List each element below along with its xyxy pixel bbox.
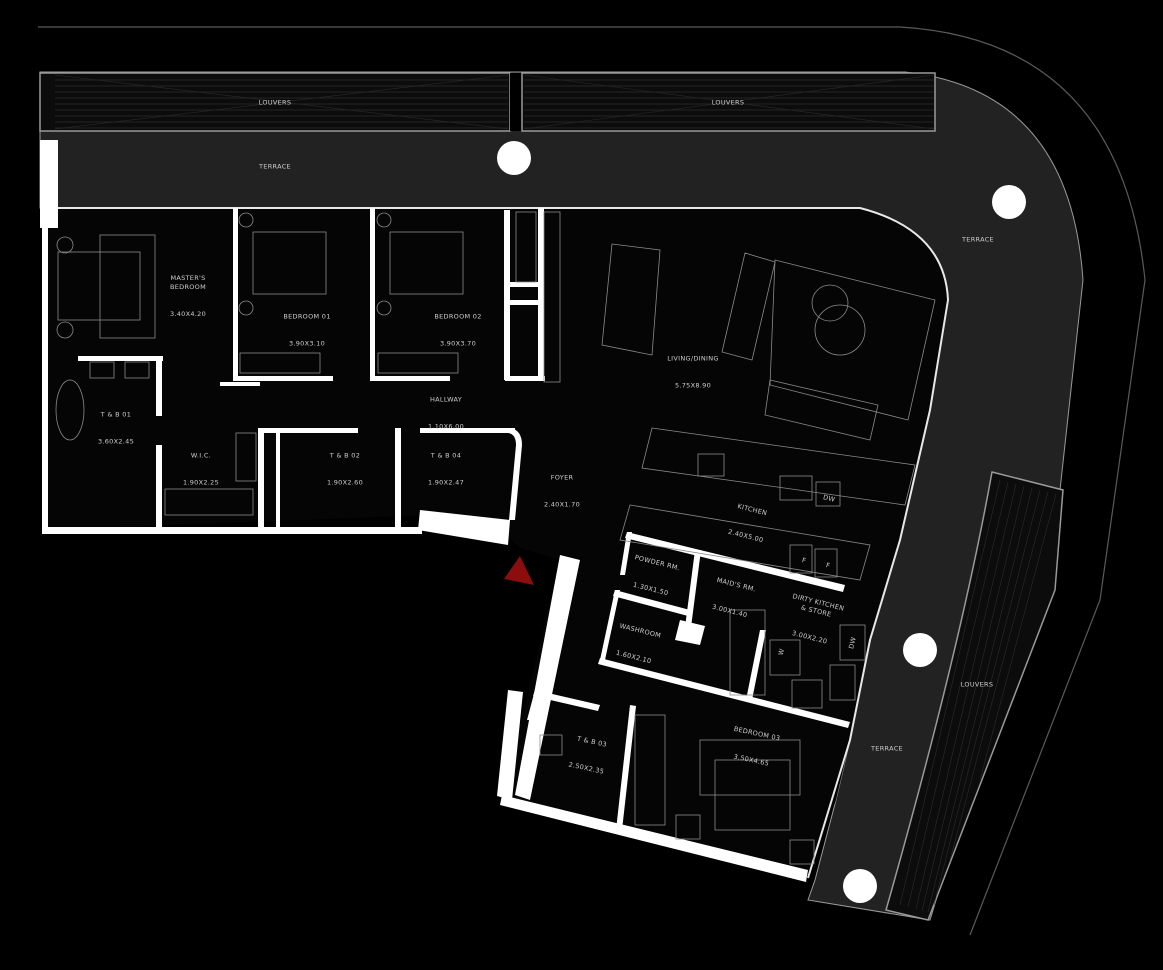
room-dimensions: 3.00X2.20 [791,629,829,646]
louvers-top-left [39,72,522,132]
room-name: T & B 01 [100,410,132,419]
room-dimensions: 2.40X5.00 [727,527,765,545]
terrace-label-right: TERRACE [871,744,903,753]
room-name: BEDROOM 03 [733,724,781,743]
room-dimensions: 3.90X3.70 [439,339,477,348]
room-name: MASTER'S BEDROOM [169,274,207,291]
room-name: FOYER [550,473,574,482]
room-master-bedroom: MASTER'S BEDROOM 3.40X4.20 [170,256,206,328]
interior-floor [42,208,948,878]
room-dimensions: 1.10X6.00 [427,422,465,431]
room-tb-04: T & B 04 1.90X2.47 [428,434,464,497]
room-dimensions: 1.90X2.60 [326,478,364,487]
room-name: WASHROOM [618,621,662,640]
terrace-label-corner: TERRACE [962,235,994,244]
room-name: DIRTY KITCHEN & STORE [791,592,846,619]
room-dimensions: 3.60X2.45 [97,437,135,446]
room-dimensions: 3.40X4.20 [169,310,207,318]
room-name: KITCHEN [736,502,768,518]
room-name: HALLWAY [429,395,463,404]
room-foyer: FOYER 2.40X1.70 [544,456,580,519]
room-living-dining: LIVING/DINING 5.75X8.90 [667,337,719,400]
structural-columns [497,141,1026,903]
room-dimensions: 1.90X2.47 [427,478,465,487]
room-hallway: HALLWAY 1.10X6.00 [428,378,464,441]
room-dimensions: 2.50X2.35 [567,760,605,776]
room-wic: W.I.C. 1.90X2.25 [183,434,219,497]
room-dimensions: 3.00X1.40 [711,602,749,620]
column [497,141,531,175]
furniture [55,211,936,865]
entrance-arrow-icon [504,556,534,585]
louvers-top-right [521,72,936,132]
louvers-right [885,471,1064,921]
room-tb-01: T & B 01 3.60X2.45 [98,393,134,456]
room-tb-02: T & B 02 1.90X2.60 [327,434,363,497]
room-name: BEDROOM 01 [283,312,331,321]
room-name: LIVING/DINING [667,354,719,363]
room-name: T & B 04 [430,451,462,460]
site-boundary-line [38,26,1146,936]
room-dimensions: 1.60X2.10 [615,648,653,666]
louvers-label-top-right: LOUVERS [711,98,745,107]
room-dimensions: 1.30X1.50 [632,580,670,598]
terrace-label-top: TERRACE [259,162,291,171]
glazing-line [42,207,950,879]
room-name: T & B 03 [576,734,608,749]
room-name: MAID'S RM. [715,576,757,594]
walls [40,140,850,882]
room-dimensions: 3.50X4.65 [732,752,770,768]
column [843,869,877,903]
louvers-label-top-left: LOUVERS [258,98,292,107]
room-dimensions: 5.75X8.90 [674,381,712,390]
column [992,185,1026,219]
room-bedroom-01: BEDROOM 01 3.90X3.10 [283,295,330,358]
room-bedroom-02: BEDROOM 02 3.90X3.70 [434,295,481,358]
room-dimensions: 2.40X1.70 [543,500,581,509]
room-dimensions: 3.90X3.10 [288,339,326,348]
room-name: W.I.C. [190,451,212,460]
louvers-label-right: LOUVERS [960,680,994,689]
room-dimensions: 1.90X2.25 [182,478,220,487]
room-name: T & B 02 [329,451,361,460]
column [903,633,937,667]
room-name: POWDER RM. [633,553,681,573]
room-name: BEDROOM 02 [434,312,482,321]
